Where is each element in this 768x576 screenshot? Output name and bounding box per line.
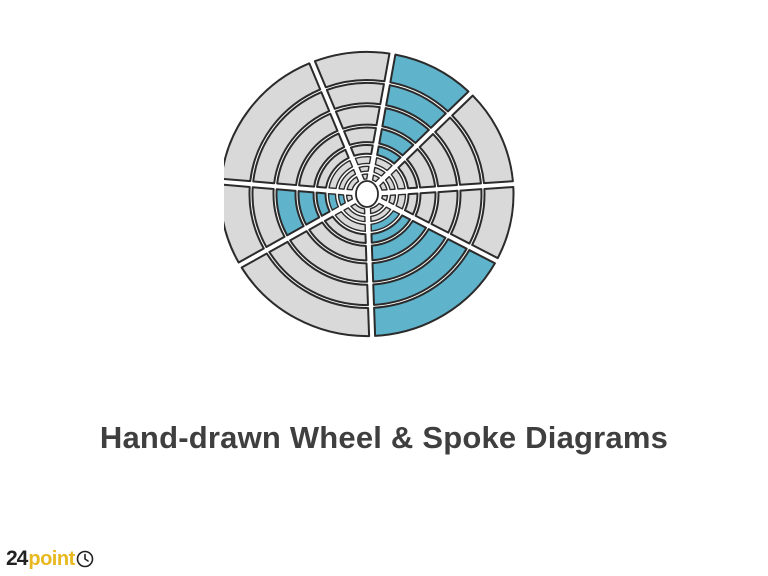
- wheel-segment-highlighted: [385, 84, 447, 129]
- wheel-spoke-diagram: [224, 50, 515, 338]
- wheel-segment: [430, 189, 459, 234]
- wheel-segment: [369, 202, 385, 215]
- wheel-segment: [388, 194, 397, 206]
- wheel-segment: [381, 194, 389, 202]
- wheel-segment-highlighted: [389, 53, 470, 113]
- wheel-segment: [334, 211, 367, 233]
- logo-number: 24: [6, 547, 28, 570]
- wheel-segment-highlighted: [370, 210, 401, 232]
- wheel-segment: [224, 62, 322, 183]
- wheel-segment: [358, 165, 370, 173]
- wheel-segment: [349, 144, 374, 157]
- wheel-segment-highlighted: [381, 107, 430, 144]
- wheel-segment-highlighted: [275, 188, 305, 237]
- wheel-segment: [395, 193, 407, 210]
- wheel-segment: [338, 168, 357, 190]
- wheel-segment: [334, 105, 381, 130]
- wheel-segment-highlighted: [376, 145, 402, 165]
- wheel-segment: [308, 221, 368, 262]
- brand-logo: 24 point: [6, 546, 94, 572]
- wheel-segment: [405, 148, 437, 189]
- wheel-segment: [240, 252, 371, 338]
- wheel-segment-highlighted: [378, 128, 415, 157]
- wheel-hub: [355, 180, 379, 208]
- wheel-segment: [252, 91, 331, 185]
- wheel-segment-highlighted: [370, 214, 412, 244]
- logo-word: point: [28, 547, 75, 570]
- wheel-segment: [325, 81, 385, 110]
- wheel-segment: [224, 183, 265, 264]
- wheel-segment: [370, 206, 392, 223]
- wheel-segment: [374, 157, 393, 172]
- wheel-segment-highlighted: [371, 228, 447, 283]
- wheel-segment: [434, 116, 482, 186]
- wheel-segment: [298, 132, 346, 188]
- wheel-segment: [414, 191, 437, 224]
- wheel-segment: [384, 175, 396, 191]
- wheel-segment: [268, 240, 369, 307]
- wheel-segment: [379, 181, 388, 191]
- wheel-segment: [316, 148, 350, 189]
- wheel-segment-highlighted: [297, 190, 321, 226]
- wheel-segment: [354, 155, 372, 166]
- wheel-segment-highlighted: [370, 219, 428, 262]
- wheel-segment: [343, 126, 377, 146]
- wheel-segment: [323, 215, 367, 244]
- wheel-segment: [390, 169, 406, 190]
- wheel-segment: [397, 160, 419, 190]
- wheel-segment-highlighted: [372, 238, 468, 306]
- wheel-segment: [361, 173, 369, 180]
- wheel-segment: [451, 94, 514, 185]
- wheel-segment: [345, 194, 354, 203]
- slide-title: Hand-drawn Wheel & Spoke Diagrams: [99, 420, 669, 455]
- wheel-segment-highlighted: [327, 192, 340, 211]
- wheel-segment: [346, 176, 360, 191]
- wheel-segment: [403, 192, 419, 216]
- wheel-segment: [373, 166, 386, 177]
- wheel-segment-highlighted: [315, 191, 331, 217]
- wheel-segment: [276, 112, 339, 187]
- wheel-segment: [343, 207, 366, 223]
- clock-icon: [76, 550, 94, 568]
- wheel-segment: [313, 50, 391, 89]
- wheel-segment-highlighted: [373, 249, 496, 337]
- wheel-segment: [371, 174, 380, 183]
- wheel-segment: [449, 188, 483, 245]
- wheel-segment: [471, 185, 515, 260]
- wheel-segment-highlighted: [337, 193, 347, 206]
- wheel-segment: [418, 133, 459, 188]
- wheel-segment: [251, 186, 286, 248]
- wheel-segment: [328, 159, 354, 190]
- wheel-segment: [350, 203, 366, 215]
- wheel-segment: [289, 230, 369, 283]
